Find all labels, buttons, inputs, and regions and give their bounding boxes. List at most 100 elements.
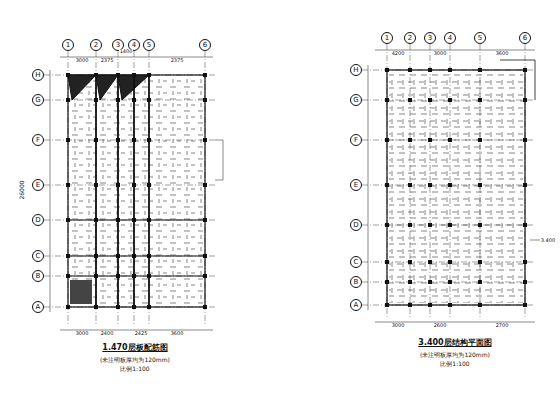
axis-number: D [353,222,358,229]
axis-line [149,51,150,325]
column-mark [523,223,527,227]
axis-bubble: D [32,214,44,226]
axis-bubble: 5 [474,32,486,44]
column-mark [448,98,452,102]
dimension-text: 比例1:100 [439,361,470,367]
column-mark [478,223,482,227]
column-mark [147,218,151,222]
axis-number: 3 [116,42,120,49]
axis-number: G [35,97,40,104]
dimension-text: 3600 [170,331,185,336]
axis-bubble: 4 [444,32,456,44]
column-mark [428,183,432,187]
axis-line [525,44,526,318]
axis-number: E [36,182,40,189]
axis-bubble: 1 [381,32,393,44]
axis-bubble: H [350,64,362,76]
dimension-text: 3000 [391,323,406,328]
dimension-text: 4200 [391,51,406,56]
column-mark [523,260,527,264]
column-mark [132,305,136,309]
column-mark [147,183,151,187]
axis-bubble: 3 [424,32,436,44]
column-mark [203,274,207,278]
column-mark [132,98,136,102]
axis-number: B [354,279,359,286]
column-mark [147,305,151,309]
dimension-text: 比例1:100 [119,366,150,372]
column-mark [147,274,151,278]
column-mark [116,73,120,77]
column-mark [94,98,98,102]
column-mark [408,98,412,102]
dimension-text: 3600 [495,51,510,56]
axis-number: F [36,137,40,144]
dimension-text: 2425 [134,331,149,336]
column-mark [448,68,452,72]
column-mark [385,183,389,187]
column-mark [448,138,452,142]
axis-bubble: B [32,270,44,282]
dimension-text: 3.400 [540,238,556,243]
column-mark [478,260,482,264]
column-mark [428,98,432,102]
axis-number: 3 [428,35,432,42]
axis-number: 2 [408,35,412,42]
axis-bubble: 1 [62,39,74,51]
axis-number: 1 [66,42,70,49]
column-mark [428,138,432,142]
axis-number: F [354,137,358,144]
column-mark [385,260,389,264]
column-mark [132,183,136,187]
column-mark [478,98,482,102]
axis-bubble: G [350,94,362,106]
axis-number: 4 [132,42,136,49]
axis-number: 5 [147,42,151,49]
column-mark [385,303,389,307]
axis-bubble: C [32,250,44,262]
column-mark [385,280,389,284]
column-mark [203,218,207,222]
column-mark [66,73,70,77]
column-mark [478,280,482,284]
column-mark [408,138,412,142]
column-mark [94,305,98,309]
column-mark [523,68,527,72]
column-mark [408,303,412,307]
column-mark [385,138,389,142]
column-mark [448,183,452,187]
axis-bubble: C [350,256,362,268]
column-mark [478,303,482,307]
column-mark [203,73,207,77]
column-mark [94,183,98,187]
axis-bubble: E [32,179,44,191]
dimension-text: 26000 [19,179,25,200]
column-mark [66,254,70,258]
column-mark [147,138,151,142]
dimension-text: 3000 [75,331,90,336]
column-mark [448,260,452,264]
axis-number: C [36,253,41,260]
column-mark [385,223,389,227]
column-mark [478,183,482,187]
column-mark [116,98,120,102]
column-mark [66,218,70,222]
column-mark [203,138,207,142]
column-mark [408,280,412,284]
axis-number: A [354,302,359,309]
column-mark [94,73,98,77]
axis-number: E [354,182,358,189]
column-mark [116,138,120,142]
column-mark [94,254,98,258]
axis-number: G [353,97,358,104]
axis-number: B [36,273,41,280]
axis-bubble: D [350,219,362,231]
drawing-title: 1.470层板配筋图 [101,344,168,352]
column-mark [116,183,120,187]
column-mark [523,98,527,102]
column-mark [203,254,207,258]
column-mark [428,280,432,284]
column-mark [448,303,452,307]
axis-number: 5 [478,35,482,42]
axis-line [205,51,206,325]
